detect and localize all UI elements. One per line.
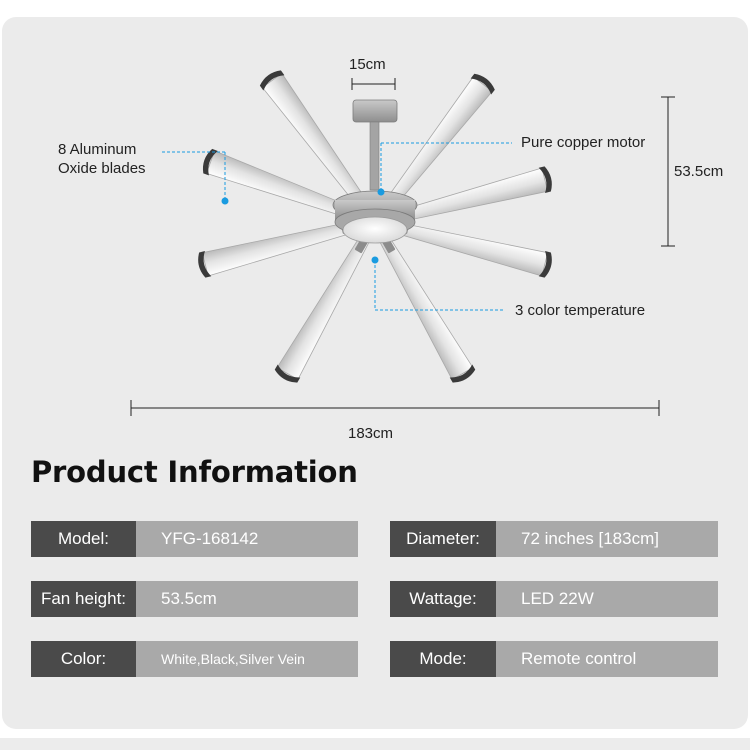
spec-label: Diameter: <box>390 521 496 557</box>
dim-width-line <box>130 400 660 416</box>
dim-width-label: 183cm <box>348 425 394 442</box>
dim-top-label: 15cm <box>349 56 386 73</box>
spec-row-model: Model: YFG-168142 <box>31 521 358 557</box>
dim-height-label: 53.5cm <box>674 163 724 180</box>
callout-light-leader <box>371 256 505 311</box>
dim-top-line <box>351 78 396 90</box>
spec-row-wattage: Wattage: LED 22W <box>390 581 718 617</box>
spec-row-fan-height: Fan height: 53.5cm <box>31 581 358 617</box>
dim-height-line <box>661 96 675 247</box>
callout-blades-dot <box>221 197 229 205</box>
callout-light-dot <box>371 256 379 264</box>
callout-blades-leader <box>162 151 229 205</box>
spec-value: LED 22W <box>496 581 718 617</box>
spec-label: Fan height: <box>31 581 136 617</box>
spec-value: White,Black,Silver Vein <box>136 641 358 677</box>
spec-label: Color: <box>31 641 136 677</box>
callout-light-label: 3 color temperature <box>515 302 646 319</box>
spec-value: YFG-168142 <box>136 521 358 557</box>
callout-motor-label: Pure copper motor <box>521 134 646 151</box>
spec-label: Model: <box>31 521 136 557</box>
spec-value: Remote control <box>496 641 718 677</box>
bottom-strip <box>0 738 750 750</box>
section-title: Product Information <box>31 455 358 489</box>
callout-motor-leader <box>377 142 512 196</box>
ceiling-fan-illustration <box>195 67 555 387</box>
callout-blades-line1: 8 Aluminum <box>58 141 137 158</box>
spec-row-color: Color: White,Black,Silver Vein <box>31 641 358 677</box>
spec-label: Mode: <box>390 641 496 677</box>
callout-motor-dot <box>377 188 385 196</box>
spec-label: Wattage: <box>390 581 496 617</box>
spec-value: 53.5cm <box>136 581 358 617</box>
spec-value: 72 inches [183cm] <box>496 521 718 557</box>
spec-row-mode: Mode: Remote control <box>390 641 718 677</box>
callout-blades-line2: Oxide blades <box>58 160 146 177</box>
spec-row-diameter: Diameter: 72 inches [183cm] <box>390 521 718 557</box>
